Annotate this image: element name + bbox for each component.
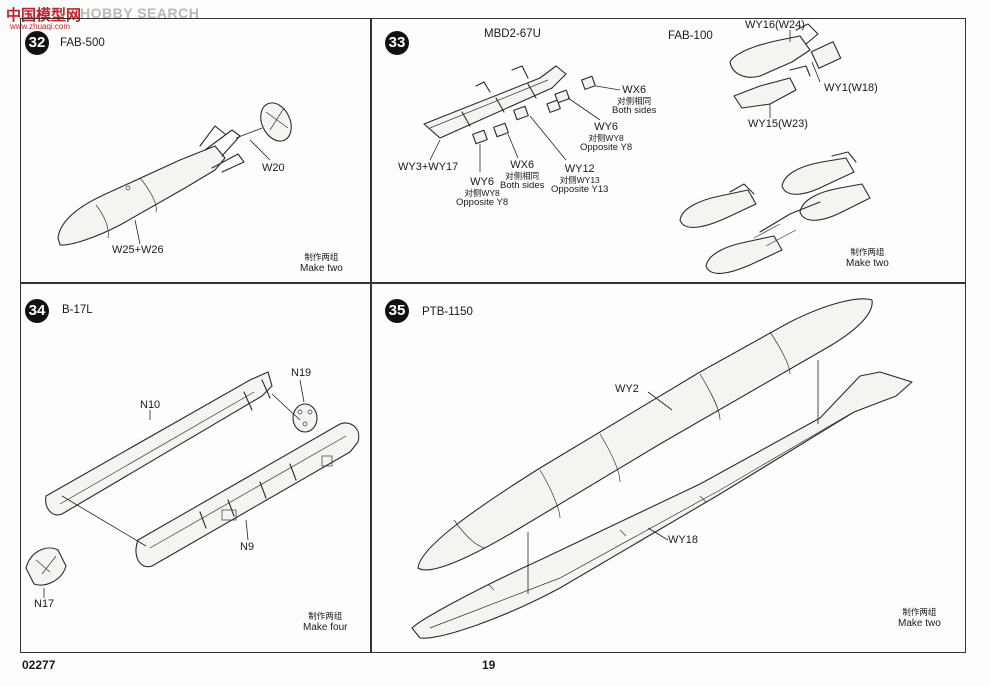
product-code: 02277 bbox=[22, 658, 56, 672]
part-wx6-b-en: Both sides bbox=[500, 180, 545, 191]
part-wy6-a-cn: 对侧WY8 bbox=[588, 133, 624, 143]
b17l-drawing bbox=[25, 371, 360, 598]
step-35-note-en: Make two bbox=[898, 618, 941, 629]
watermark-text: HOBBY SEARCH bbox=[80, 5, 200, 21]
part-n10-label: N10 bbox=[140, 399, 161, 411]
step-32-note-cn: 制作两组 bbox=[304, 252, 339, 262]
step-32-panel bbox=[20, 18, 371, 283]
fab100-drawing bbox=[679, 23, 871, 274]
part-wy15-label: WY15(W23) bbox=[748, 118, 808, 130]
part-wx6-b-main: WX6 bbox=[510, 159, 535, 171]
part-wy12-cn: 对侧WY13 bbox=[559, 175, 600, 185]
part-w20-label: W20 bbox=[262, 162, 285, 174]
step-34-title: B-17L bbox=[62, 304, 93, 316]
part-wy6-a-main: WY6 bbox=[594, 121, 618, 133]
watermark-site: 中国模型网 bbox=[6, 7, 82, 24]
part-wx6-a-cn: 对侧相同 bbox=[617, 96, 652, 106]
step-34-note-en: Make four bbox=[303, 622, 348, 633]
part-wy12-main: WY12 bbox=[564, 163, 595, 175]
watermark-url: www.zhuaqi.com bbox=[10, 22, 71, 31]
step-33-panel bbox=[371, 18, 966, 283]
step-35-title: PTB-1150 bbox=[422, 306, 473, 318]
part-wy12-en: Opposite Y13 bbox=[551, 184, 609, 195]
ptb1150-drawing bbox=[411, 298, 913, 639]
part-wx6-a: WX6 对侧相同 Both sides bbox=[612, 84, 656, 116]
step-34-note-cn: 制作两组 bbox=[308, 611, 343, 621]
part-wy6-a: WY6 对侧WY8 Opposite Y8 bbox=[580, 121, 632, 153]
step-32-title: FAB-500 bbox=[60, 37, 105, 49]
step-34-note: 制作两组 Make four bbox=[303, 610, 347, 634]
step-33-note-cn: 制作两组 bbox=[850, 247, 885, 257]
part-wx6-b: WX6 对侧相同 Both sides bbox=[500, 159, 544, 191]
part-n19-label: N19 bbox=[291, 367, 312, 379]
step-32-note: 制作两组 Make two bbox=[300, 251, 343, 275]
page-number: 19 bbox=[482, 658, 496, 672]
part-n9-label: N9 bbox=[240, 541, 255, 553]
part-wy6-b-cn: 对侧WY8 bbox=[464, 188, 500, 198]
step-33-badge: 33 bbox=[385, 31, 409, 55]
part-wy16-label: WY16(W24) bbox=[745, 19, 805, 31]
part-wy6-b-en: Opposite Y8 bbox=[456, 197, 509, 208]
part-wx6-b-cn: 对侧相同 bbox=[505, 171, 540, 181]
step-33-note: 制作两组 Make two bbox=[846, 246, 889, 270]
step-33-note-en: Make two bbox=[846, 258, 889, 269]
part-w25-w26-label: W25+W26 bbox=[112, 244, 164, 256]
step-35-note-cn: 制作两组 bbox=[902, 607, 937, 617]
part-wy6-b: WY6 对侧WY8 Opposite Y8 bbox=[456, 176, 508, 208]
step-35-panel bbox=[371, 283, 966, 653]
mbd2-rack-drawing bbox=[423, 65, 621, 172]
part-wy6-b-main: WY6 bbox=[470, 176, 494, 188]
step-34-badge: 34 bbox=[25, 299, 49, 323]
step-32-badge: 32 bbox=[25, 31, 49, 55]
step-33-title-rack: MBD2-67U bbox=[484, 28, 541, 40]
step-32-note-en: Make two bbox=[300, 263, 343, 274]
fab500-bomb-drawing bbox=[57, 102, 292, 246]
step-33-title-bomb: FAB-100 bbox=[668, 30, 713, 42]
step-34-panel bbox=[20, 283, 371, 653]
part-wy12: WY12 对侧WY13 Opposite Y13 bbox=[551, 163, 608, 195]
part-wy1-label: WY1(W18) bbox=[824, 82, 878, 94]
part-wy18-label: WY18 bbox=[668, 534, 698, 546]
step-35-note: 制作两组 Make two bbox=[898, 606, 941, 630]
part-wx6-a-main: WX6 bbox=[622, 84, 647, 96]
part-n17-label: N17 bbox=[34, 598, 55, 610]
part-wy3-wy17-label: WY3+WY17 bbox=[398, 161, 459, 173]
part-wx6-a-en: Both sides bbox=[612, 105, 657, 116]
part-wy2-label: WY2 bbox=[615, 383, 639, 395]
part-wy6-a-en: Opposite Y8 bbox=[580, 142, 633, 153]
step-35-badge: 35 bbox=[385, 299, 409, 323]
